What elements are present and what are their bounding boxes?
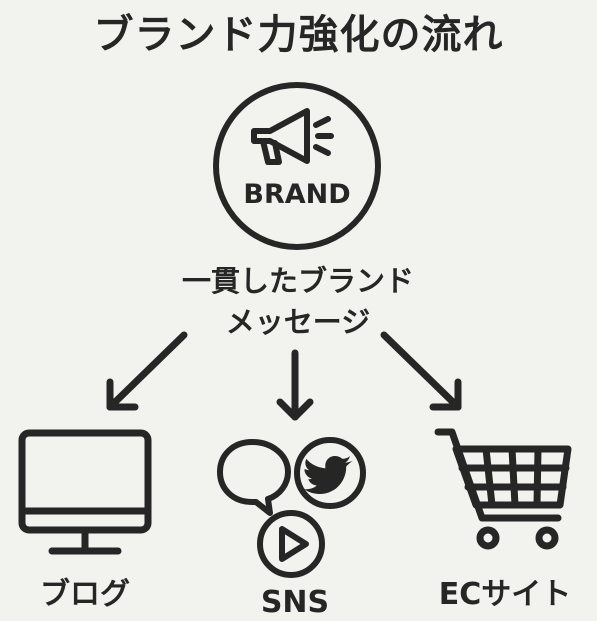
arrows	[106, 331, 462, 421]
arrow-to-sns	[276, 349, 314, 421]
arrow-to-blog	[106, 331, 188, 411]
arrow-to-ec	[380, 331, 462, 411]
message-line-2: メッセージ	[225, 305, 371, 339]
channel-label-ec: ECサイト	[438, 577, 572, 612]
channel-label-blog: ブログ	[40, 577, 130, 612]
monitor-icon	[18, 429, 152, 555]
megaphone-icon	[251, 108, 334, 165]
twitter-icon	[294, 437, 366, 509]
message-line-1: 一貫したブランド	[181, 264, 414, 298]
brand-badge: BRAND	[213, 82, 381, 250]
play-icon	[257, 510, 325, 578]
brand-badge-text: BRAND	[243, 179, 350, 210]
shopping-cart-icon	[434, 428, 572, 550]
chat-bubble-icon	[217, 439, 291, 516]
channel-label-sns: SNS	[260, 585, 330, 620]
page-title: ブランド力強化の流れ	[93, 12, 504, 58]
